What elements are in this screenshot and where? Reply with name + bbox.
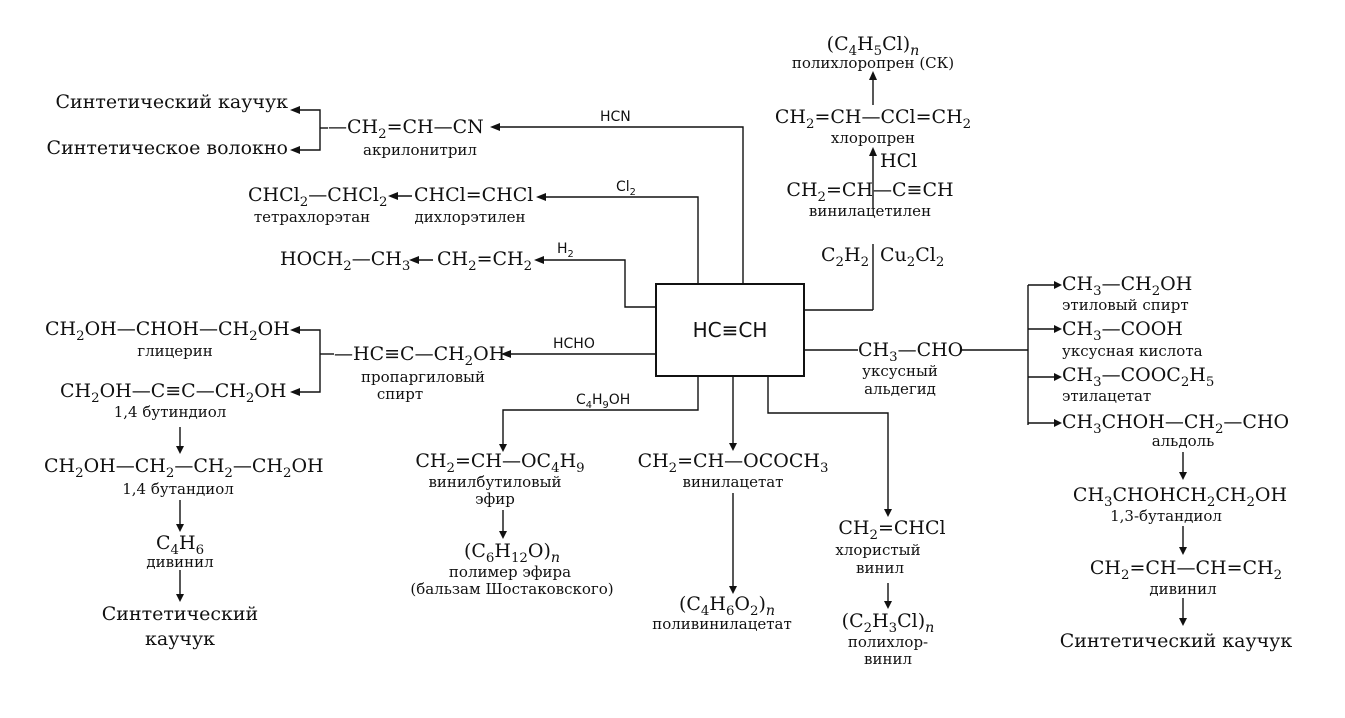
vinyl-acetate-label: винилацетат xyxy=(682,473,784,491)
rubber-label-1: Синтетический xyxy=(101,603,259,625)
c4h9oh-reagent: C4H9OH xyxy=(576,392,631,411)
vinylacetylene-label: винилацетилен xyxy=(808,202,932,220)
propargyl-label-2: спирт xyxy=(376,385,424,403)
pvc-label-1: полихлор- xyxy=(847,633,929,651)
arrow-cl2 xyxy=(540,196,699,283)
tetrachloroethane-label: тетрахлорэтан xyxy=(253,208,371,226)
tetrachloroethane-formula: CHCl2—CHCl2 xyxy=(248,184,388,210)
arrow-c4h9oh xyxy=(502,377,699,448)
divinyl-right-formula: CH2=CH—CH=CH2 xyxy=(1089,557,1283,583)
vinyl-ether-label-1: винилбутиловый xyxy=(428,473,562,491)
aldol-label: альдоль xyxy=(1151,432,1215,450)
vinyl-ether-label-2: эфир xyxy=(475,490,515,508)
hcl-reagent: HCl xyxy=(880,150,918,172)
ethanol-formula: HOCH2—CH3 xyxy=(280,248,411,274)
butanediol-label: 1,4 бутандиол xyxy=(122,480,234,498)
divinyl-right-label: дивинил xyxy=(1149,580,1217,598)
dichloroethylene-formula: CHCl=CHCl xyxy=(414,184,534,206)
butynediol-label: 1,4 бутиндиол xyxy=(113,403,227,421)
butanediol-formula: CH2OH—CH2—CH2—CH2OH xyxy=(44,455,324,481)
vinyl-chloride-label-1: хлористый xyxy=(835,541,921,559)
butanediol13-formula: CH3CHOHCH2CH2OH xyxy=(1072,484,1288,510)
acrylonitrile-formula: —CH2=CH—CN xyxy=(328,116,484,142)
pvc-label-2: винил xyxy=(864,650,912,668)
chloroprene-label: хлоропрен xyxy=(830,129,916,147)
propargyl-label-1: пропаргиловый xyxy=(361,368,485,386)
ether-polymer-formula: (C6H12O)n xyxy=(463,540,561,566)
butynediol-formula: CH2OH—C≡C—CH2OH xyxy=(60,380,287,406)
ether-polymer-label-1: полимер эфира xyxy=(448,563,572,581)
glycerol-label: глицерин xyxy=(137,342,213,360)
divinyl-formula: C4H6 xyxy=(155,532,205,558)
polychloroprene-formula: (C4H5Cl)n xyxy=(826,33,920,59)
acetylene-box: HC≡CH xyxy=(655,283,805,377)
dichloroethylene-label: дихлорэтилен xyxy=(414,208,526,226)
h2-reagent: H2 xyxy=(557,241,574,260)
arrow-h2 xyxy=(538,259,655,308)
hcho-reagent: HCHO xyxy=(553,336,595,352)
rubber-label-2: каучук xyxy=(145,628,215,650)
ethanol-product-label: этиловый спирт xyxy=(1062,296,1189,314)
ethyl-acetate-label: этилацетат xyxy=(1062,387,1152,405)
synthetic-fiber-product: Синтетическое волокно xyxy=(46,137,288,159)
vinyl-ether-formula: CH2=CH—OC4H9 xyxy=(415,450,585,476)
acetylene-formula: HC≡CH xyxy=(692,318,768,342)
acetaldehyde-label-1: уксусный xyxy=(862,362,938,380)
vinylacetylene-formula: CH2=CH—C≡CH xyxy=(786,179,954,205)
propargyl-formula: —HC≡C—CH2OH xyxy=(334,343,506,369)
synthetic-rubber-product: Синтетический каучук xyxy=(55,91,288,113)
ether-polymer-label-2: (бальзам Шостаковского) xyxy=(410,580,614,598)
vinyl-acetate-formula: CH2=CH—OCOCH3 xyxy=(637,450,829,476)
ethylene-formula: CH2=CH2 xyxy=(437,248,533,274)
ethyl-acetate-formula: CH3—COOC2H5 xyxy=(1062,364,1215,390)
hcn-reagent: HCN xyxy=(600,109,631,125)
chloroprene-formula: CH2=CH—CCl=CH2 xyxy=(774,106,972,132)
polychloroprene-label: полихлоропрен (СК) xyxy=(791,54,955,72)
glycerol-formula: CH2OH—CHOH—CH2OH xyxy=(45,318,290,344)
vinyl-chloride-label-2: винил xyxy=(856,559,904,577)
acetic-acid-formula: CH3—COOH xyxy=(1062,318,1183,344)
butanediol13-label: 1,3-бутандиол xyxy=(1110,507,1222,525)
polyvinyl-acetate-formula: (C4H6O2)n xyxy=(678,593,776,619)
acetic-acid-label: уксусная кислота xyxy=(1062,342,1203,360)
vinyl-chloride-formula: CH2=CHCl xyxy=(838,517,946,543)
pvc-formula: (C2H3Cl)n xyxy=(841,610,935,636)
acetaldehyde-label-2: альдегид xyxy=(864,380,936,398)
c2h2-reagent: C2H2 xyxy=(821,244,870,270)
polyvinyl-acetate-label: поливинилацетат xyxy=(652,615,792,633)
aldol-formula: CH3CHOH—CH2—CHO xyxy=(1062,411,1290,437)
arrow-hcn xyxy=(494,126,744,283)
rubber-right: Синтетический каучук xyxy=(1059,630,1293,652)
acetaldehyde-formula: CH3—CHO xyxy=(858,339,964,365)
cl2-reagent: Cl2 xyxy=(616,179,636,198)
acrylonitrile-label: акрилонитрил xyxy=(363,141,477,159)
divinyl-label: дивинил xyxy=(146,553,214,571)
ethanol-product-formula: CH3—CH2OH xyxy=(1062,273,1193,299)
cu2cl2-catalyst: Cu2Cl2 xyxy=(880,244,945,270)
